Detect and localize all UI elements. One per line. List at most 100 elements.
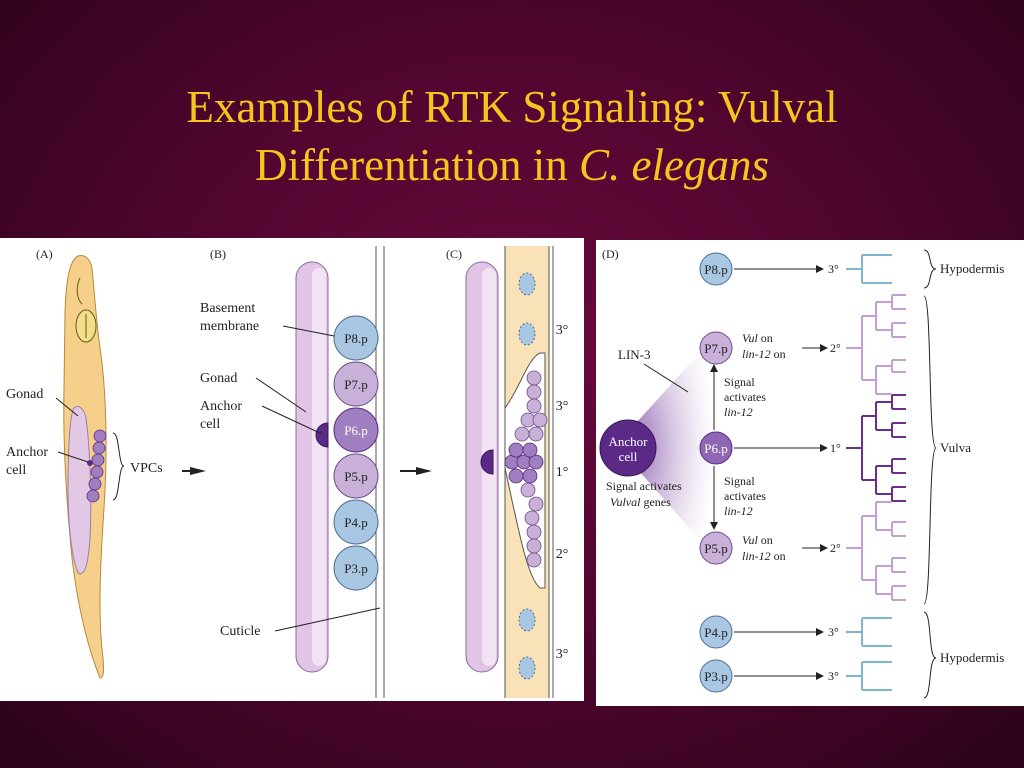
brace-vulva: [923, 295, 937, 605]
hypodermis-top-label: Hypodermis: [940, 261, 1004, 276]
figure-abc-svg: (A) Gonad Anchor cell VPCs (B) P8.p P7.p…: [6, 246, 569, 698]
lin3-leader: [643, 363, 689, 393]
signal-down-2: activates: [724, 489, 766, 503]
panel-a-gonad-leader: [55, 397, 79, 417]
panel-b-anchor-label-2: cell: [200, 417, 220, 432]
d-cell-p3-label: P3.p: [704, 669, 727, 684]
arrow-a-to-b: [190, 467, 206, 475]
lineage-tree-p5: [846, 501, 906, 601]
p-cell-p7-label: P7.p: [344, 377, 367, 392]
lineage-tree-p8: [846, 254, 892, 284]
panel-d-label: (D): [602, 247, 619, 261]
brace-hypodermis-bottom: [923, 611, 937, 699]
panel-a-anchor-leader: [57, 451, 89, 463]
panel-b-anchor-leader: [261, 405, 323, 435]
p7-lin12-on: lin-12 on: [742, 347, 786, 361]
worm-mouth-line: [76, 277, 83, 305]
signal-up-1: Signal: [724, 375, 755, 389]
panel-b-anchor-label-1: Anchor: [200, 399, 242, 414]
p-cell-p8: [333, 315, 379, 361]
lineage-tree-p6: [846, 394, 906, 502]
p-cell-p3-label: P3.p: [344, 561, 367, 576]
d-cell-p6-label: P6.p: [704, 441, 727, 456]
panel-a-anchor-label-2: cell: [6, 463, 26, 478]
worm-anchor-cell: [87, 460, 93, 466]
panel-b-gonad-label: Gonad: [200, 371, 237, 386]
panel-c-vulval-cells: [514, 370, 548, 568]
title-line-1: Examples of RTK Signaling: Vulval: [186, 82, 838, 132]
p-cell-p5-label: P5.p: [344, 469, 367, 484]
fate-arrows: [734, 268, 822, 677]
panel-b-p-cells: P8.p P7.p P6.p P5.p P4.p P3.p: [333, 315, 379, 591]
signal-up-3: lin-12: [724, 405, 753, 419]
signal-down-1: Signal: [724, 474, 755, 488]
p-cell-p4: [333, 499, 379, 545]
panel-c-label: (C): [446, 247, 462, 261]
panel-d-anchor-cell: [599, 419, 657, 477]
vulva-label: Vulva: [940, 440, 971, 455]
panel-c-nuclei: [518, 272, 536, 680]
signal-vulval-1: Signal activates: [606, 479, 682, 493]
slide-title: Examples of RTK Signaling: Vulval Differ…: [0, 78, 1024, 194]
p5-vul-on: Vul on: [742, 533, 773, 547]
title-line-2: Differentiation in C. elegans: [0, 136, 1024, 194]
figure-panels-abc: (A) Gonad Anchor cell VPCs (B) P8.p P7.p…: [0, 238, 584, 701]
panel-d-anchor-label-2: cell: [619, 449, 638, 464]
d-cell-p7: [699, 331, 733, 365]
p-cell-p6: [333, 407, 379, 453]
d-cell-p4: [699, 615, 733, 649]
d-fate-p8: 3°: [828, 262, 839, 276]
figure-d-svg: (D) Anchor cell LIN-3 Signal activates V…: [599, 247, 1004, 699]
worm-gonad: [67, 405, 92, 575]
d-cell-p5-label: P5.p: [704, 541, 727, 556]
d-cell-p8: [699, 252, 733, 286]
signal-down-3: lin-12: [724, 504, 753, 518]
lin3-label: LIN-3: [618, 347, 651, 362]
panel-c-fate-0: 3°: [556, 323, 569, 338]
panel-b-anchor-cell: [315, 422, 329, 448]
figure-panel-d: (D) Anchor cell LIN-3 Signal activates V…: [596, 240, 1024, 706]
p7-vul-on: Vul on: [742, 331, 773, 345]
vpc-brace: [112, 432, 125, 501]
lin3-signal-gradient: [616, 335, 716, 558]
lineage-tree-p4: [846, 617, 892, 647]
panel-c-fate-4: 3°: [556, 647, 569, 662]
panel-a-gonad-label: Gonad: [6, 387, 43, 402]
panel-b-cuticle-leader: [274, 607, 381, 632]
panel-b-cuticle-label: Cuticle: [220, 624, 260, 639]
d-fate-p7: 2°: [830, 341, 841, 355]
brace-hypodermis-top: [923, 249, 937, 289]
worm-vpcs: [86, 429, 107, 503]
panel-b-basement-leader: [282, 325, 335, 337]
panel-c-fate-2: 1°: [556, 465, 569, 480]
p-cell-p4-label: P4.p: [344, 515, 367, 530]
panel-a-vpcs-label: VPCs: [130, 461, 163, 476]
d-cell-p5: [699, 531, 733, 565]
panel-d-p-cells: P8.p P7.p P6.p P5.p P4.p P3.p: [699, 252, 733, 693]
arrow-b-to-c: [416, 467, 432, 475]
d-fate-p6: 1°: [830, 441, 841, 455]
d-cell-p8-label: P8.p: [704, 262, 727, 277]
p-cell-p3: [333, 545, 379, 591]
d-fate-p3: 3°: [828, 669, 839, 683]
lineage-tree-p7: [846, 294, 906, 395]
d-fate-p5: 2°: [830, 541, 841, 555]
d-cell-p4-label: P4.p: [704, 625, 727, 640]
panel-b-basement-label-2: membrane: [200, 319, 259, 334]
p-cell-p5: [333, 453, 379, 499]
title-line-2-prefix: Differentiation in: [254, 140, 580, 190]
p5-lin12-on: lin-12 on: [742, 549, 786, 563]
panel-c-fate-3: 2°: [556, 547, 569, 562]
panel-b-label: (B): [210, 247, 226, 261]
title-species: C. elegans: [579, 140, 770, 190]
panel-d-anchor-label-1: Anchor: [609, 434, 649, 449]
panel-b-basement-label-1: Basement: [200, 301, 255, 316]
panel-a-label: (A): [36, 247, 53, 261]
signal-up-2: activates: [724, 390, 766, 404]
signal-vulval-2: Vulval genes: [610, 495, 671, 509]
panel-c-primary-cells: [504, 442, 544, 484]
d-cell-p7-label: P7.p: [704, 341, 727, 356]
panel-b-gonad-leader: [255, 377, 307, 413]
p-cell-p8-label: P8.p: [344, 331, 367, 346]
hypodermis-bottom-label: Hypodermis: [940, 650, 1004, 665]
